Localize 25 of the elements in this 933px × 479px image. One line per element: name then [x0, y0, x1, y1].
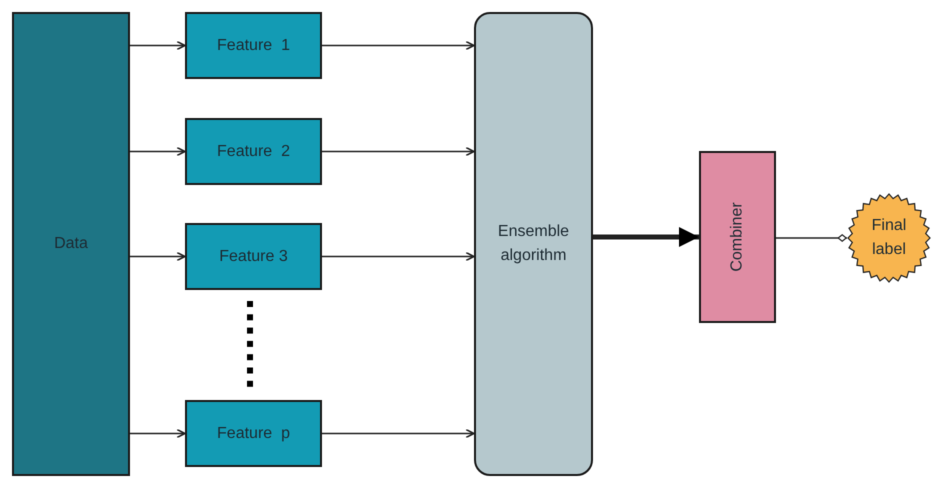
node-label: Feature 2 [217, 142, 290, 162]
node-label: Feature 3 [219, 246, 288, 266]
arrow [593, 227, 699, 247]
arrow [322, 40, 475, 50]
data-block [12, 12, 130, 476]
result-starburst [847, 193, 931, 283]
node-label: Feature p [217, 424, 290, 444]
feature-box [185, 12, 322, 79]
feature-box [185, 400, 322, 467]
arrow [130, 428, 186, 438]
algorithm-box [474, 12, 593, 476]
arrow [130, 146, 186, 156]
arrow [130, 252, 186, 262]
node-label: Data [54, 234, 88, 254]
combiner-box [699, 151, 776, 323]
node-label: Combiner [728, 202, 746, 272]
feature-box [185, 118, 322, 185]
arrow [130, 40, 186, 50]
arrow [322, 146, 475, 156]
node-label: Feature 1 [217, 36, 290, 56]
feature-box [185, 223, 322, 290]
arrow [322, 428, 475, 438]
arrow [322, 252, 475, 262]
node-label: Ensemble algorithm [496, 222, 570, 266]
node-label: Final label [870, 216, 908, 260]
